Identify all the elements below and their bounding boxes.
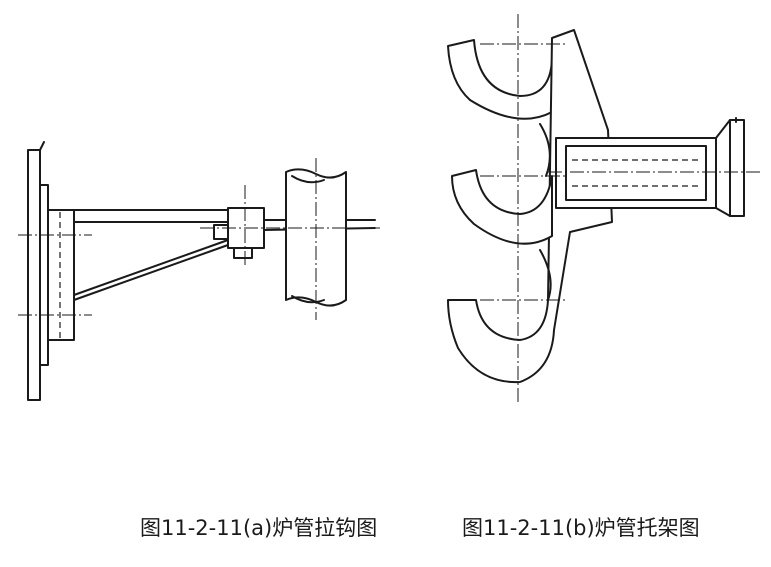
hook-top	[447, 39, 553, 120]
hook-arm	[73, 209, 229, 301]
figure-b-tube-bracket	[447, 14, 760, 405]
centerlines-b	[480, 14, 760, 405]
bracket-spine	[447, 29, 613, 384]
caption-figure-b: 图11-2-11(b)炉管托架图	[462, 516, 700, 540]
hook-middle	[451, 123, 553, 245]
caption-figure-a: 图11-2-11(a)炉管拉钩图	[140, 516, 378, 540]
mounting-bracket	[47, 209, 75, 341]
technical-drawing	[18, 14, 760, 405]
wall-plate	[27, 141, 49, 401]
centerlines-a	[18, 158, 380, 320]
support-sleeve	[555, 117, 745, 217]
figure-a-pull-hook	[18, 141, 380, 401]
hook-lower-curve	[539, 249, 552, 301]
